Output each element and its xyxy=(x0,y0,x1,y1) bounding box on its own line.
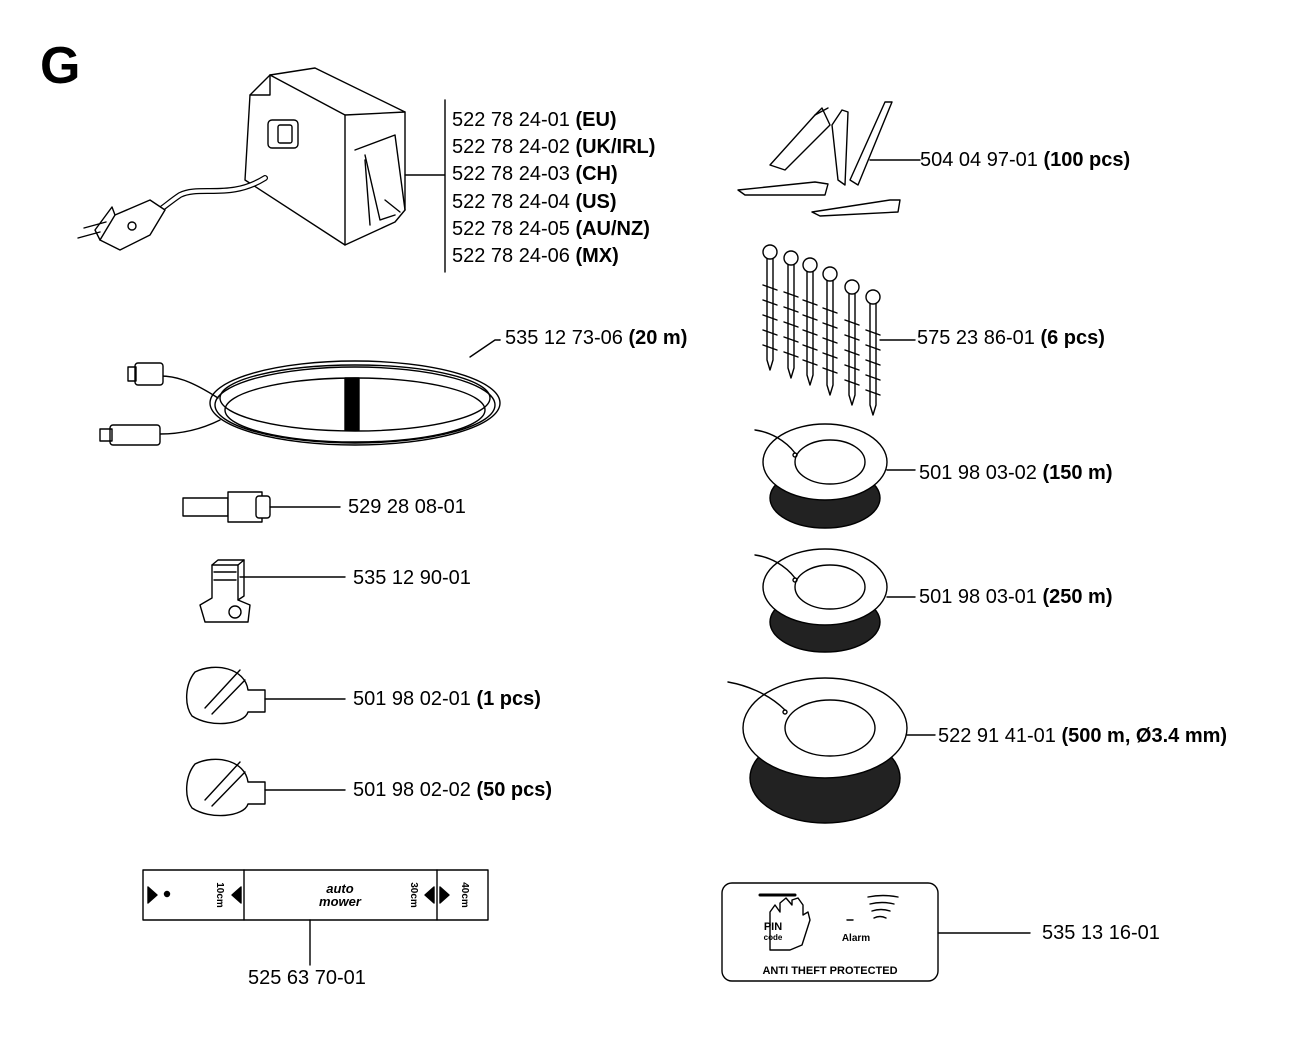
connector-part-label: 529 28 08-01 xyxy=(348,496,466,518)
decal-drawing xyxy=(721,882,1031,982)
decal-code: code xyxy=(764,933,783,942)
ruler-mark-10: 10cm xyxy=(214,882,225,908)
pegs-drawing xyxy=(737,101,921,217)
decal-alarm: Alarm xyxy=(842,933,870,944)
wire-150-part-label: 501 98 03-02 (150 m) xyxy=(919,462,1113,484)
decal-footer: ANTI THEFT PROTECTED xyxy=(762,965,897,977)
power-supply-part-au-nz: 522 78 24-05 (AU/NZ) xyxy=(452,217,650,240)
decal-part-label: 535 13 16-01 xyxy=(1042,922,1160,944)
power-supply-part-eu: 522 78 24-01 (EU) xyxy=(452,109,617,131)
coupler-50-drawing xyxy=(186,758,266,817)
wire-reel-250-drawing xyxy=(754,548,916,653)
clip-connector-part-label: 535 12 90-01 xyxy=(353,567,471,589)
cable-part-label: 535 12 73-06 (20 m) xyxy=(505,327,688,349)
ruler-logo-top: auto xyxy=(326,881,354,896)
power-supply-part-us: 522 78 24-04 (US) xyxy=(452,190,617,213)
power-supply-part-mx: 522 78 24-06 (MX) xyxy=(452,244,619,267)
screws-part-label: 575 23 86-01 (6 pcs) xyxy=(917,327,1105,349)
ruler-part-label: 525 63 70-01 xyxy=(248,967,366,989)
connector-drawing xyxy=(182,491,271,523)
power-supply-drawing xyxy=(77,67,406,251)
wire-250-part-label: 501 98 03-01 (250 m) xyxy=(919,586,1113,608)
ruler-drawing xyxy=(142,869,489,966)
wire-reel-150-drawing xyxy=(754,423,916,529)
power-supply-part-ch: 522 78 24-03 (CH) xyxy=(452,163,618,186)
coupler-50-part-label: 501 98 02-02 (50 pcs) xyxy=(353,779,553,801)
cable-coil-drawing xyxy=(99,339,501,446)
section-letter: G xyxy=(40,37,81,95)
wire-500-part-label: 522 91 41-01 (500 m, Ø3.4 mm) xyxy=(938,725,1228,747)
screws-drawing xyxy=(762,244,916,416)
coupler-1-part-label: 501 98 02-01 (1 pcs) xyxy=(353,688,541,710)
ruler-mark-40: 40cm xyxy=(459,882,470,908)
decal-pin: PIN xyxy=(764,921,782,933)
power-supply-bracket xyxy=(404,99,446,273)
clip-connector-drawing xyxy=(199,559,251,623)
ruler-mark-30: 30cm xyxy=(408,882,419,908)
ruler-logo-bottom: mower xyxy=(319,894,362,909)
power-supply-part-list: 522 78 24-01 (EU) 522 78 24-02 (UK/IRL) … xyxy=(452,110,655,273)
wire-reel-500-drawing xyxy=(727,677,936,824)
power-supply-part-uk-irl: 522 78 24-02 (UK/IRL) xyxy=(452,136,656,159)
coupler-1-drawing xyxy=(186,666,266,725)
pegs-part-label: 504 04 97-01 (100 pcs) xyxy=(920,149,1131,171)
